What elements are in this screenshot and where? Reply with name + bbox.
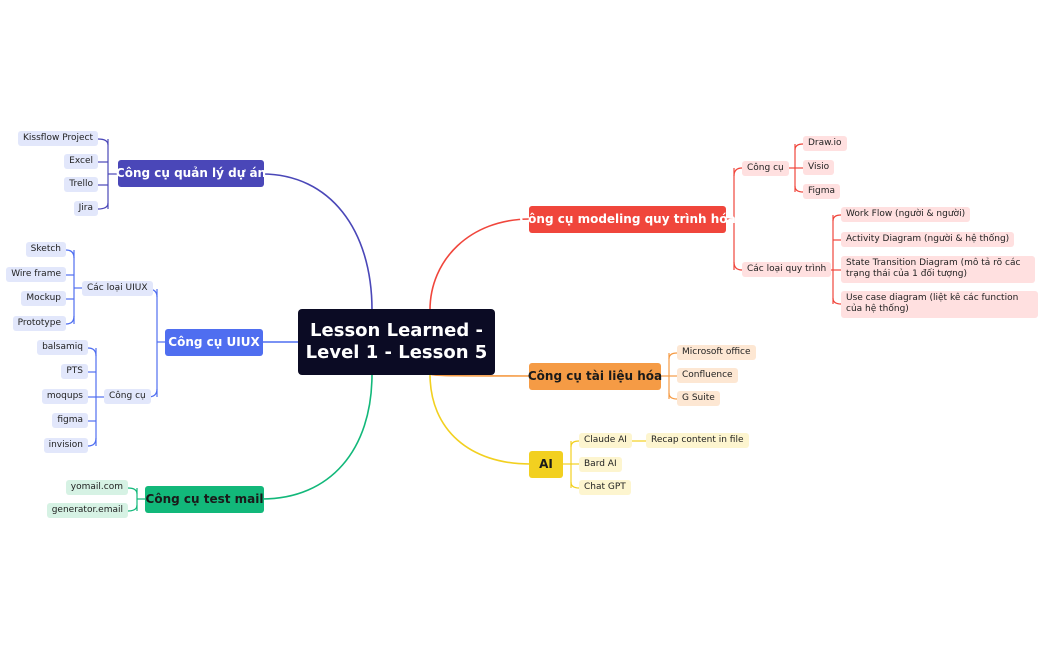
- uiux-tools-group[interactable]: Công cụ: [104, 389, 151, 405]
- docs-item-microsoft-office[interactable]: Microsoft office: [677, 345, 756, 361]
- modeling-tool-drawio[interactable]: Draw.io: [803, 136, 847, 152]
- modeling-tools-group[interactable]: Công cụ: [742, 161, 789, 177]
- project-item-kissflow[interactable]: Kissflow Project: [18, 131, 98, 147]
- branch-docs-tools-label: Công cụ tài liệu hóa: [527, 369, 663, 383]
- docs-item-confluence[interactable]: Confluence: [677, 368, 738, 384]
- branch-testmail-tools-label: Công cụ test mail: [145, 492, 264, 506]
- root-topic[interactable]: Lesson Learned - Level 1 - Lesson 5: [298, 309, 495, 375]
- branch-uiux-tools-label: Công cụ UIUX: [168, 335, 260, 349]
- modeling-type-state-transition[interactable]: State Transition Diagram (mô tả rõ các t…: [841, 256, 1035, 283]
- modeling-tool-figma[interactable]: Figma: [803, 184, 841, 200]
- ai-claude-note[interactable]: Recap content in file: [646, 433, 749, 449]
- modeling-tool-visio[interactable]: Visio: [803, 160, 835, 176]
- uiux-tool-invision[interactable]: invision: [43, 438, 88, 454]
- modeling-types-group[interactable]: Các loại quy trình: [742, 262, 832, 278]
- uiux-tool-moqups[interactable]: moqups: [41, 389, 88, 405]
- branch-testmail-tools[interactable]: Công cụ test mail: [145, 486, 264, 513]
- root-topic-label: Lesson Learned - Level 1 - Lesson 5: [305, 319, 488, 364]
- docs-item-gsuite[interactable]: G Suite: [677, 391, 720, 407]
- testmail-item-generator[interactable]: generator.email: [46, 503, 128, 519]
- uiux-types-group[interactable]: Các loại UIUX: [82, 281, 153, 297]
- uiux-type-wireframe[interactable]: Wire frame: [6, 267, 66, 283]
- uiux-type-mockup[interactable]: Mockup: [21, 291, 66, 307]
- uiux-type-prototype[interactable]: Prototype: [12, 316, 66, 332]
- branch-docs-tools[interactable]: Công cụ tài liệu hóa: [527, 363, 663, 390]
- testmail-item-yomail[interactable]: yomail.com: [65, 480, 128, 496]
- project-item-excel[interactable]: Excel: [64, 154, 98, 170]
- modeling-type-workflow[interactable]: Work Flow (người & người): [841, 207, 971, 223]
- uiux-tool-pts[interactable]: PTS: [61, 364, 88, 380]
- modeling-type-usecase[interactable]: Use case diagram (liệt kê các function c…: [841, 291, 1038, 318]
- branch-ai[interactable]: AI: [529, 451, 563, 478]
- project-item-jira[interactable]: Jira: [73, 201, 98, 217]
- branch-ai-label: AI: [539, 457, 553, 471]
- branch-project-tools[interactable]: Công cụ quản lý dự án: [115, 160, 267, 187]
- ai-item-claude[interactable]: Claude AI: [579, 433, 632, 449]
- branch-uiux-tools[interactable]: Công cụ UIUX: [165, 329, 263, 356]
- project-item-trello[interactable]: Trello: [64, 177, 98, 193]
- uiux-tool-figma[interactable]: figma: [52, 413, 88, 429]
- uiux-tool-balsamiq[interactable]: balsamiq: [37, 340, 88, 356]
- branch-project-tools-label: Công cụ quản lý dự án: [115, 166, 267, 180]
- branch-modeling-tools[interactable]: Công cụ modeling quy trình hóa: [519, 206, 736, 233]
- uiux-type-sketch[interactable]: Sketch: [25, 242, 66, 258]
- branch-modeling-tools-label: Công cụ modeling quy trình hóa: [519, 212, 736, 226]
- ai-item-bard[interactable]: Bard AI: [579, 457, 622, 473]
- modeling-type-activity[interactable]: Activity Diagram (người & hệ thống): [841, 232, 1015, 248]
- ai-item-chatgpt[interactable]: Chat GPT: [579, 480, 631, 496]
